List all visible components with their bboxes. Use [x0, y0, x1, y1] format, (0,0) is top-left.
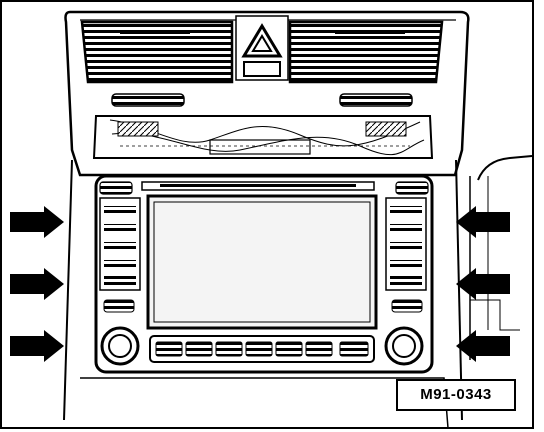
right-side-bracket [469, 155, 533, 360]
left-volume-knob [100, 326, 140, 366]
right-air-vent [288, 20, 444, 84]
left-vent-control [111, 93, 185, 107]
right-tuning-knob [384, 326, 424, 366]
arrow-left-icon [456, 330, 510, 362]
bottom-button-row [149, 335, 375, 363]
arrow-right-icon [10, 206, 64, 238]
lower-trim [80, 377, 449, 429]
dashboard-recess [92, 115, 434, 159]
left-button-column [99, 197, 141, 313]
display-screen [146, 194, 378, 330]
figure-reference-label: M91-0343 [396, 379, 516, 411]
left-air-vent [80, 20, 234, 84]
right-vent-control [339, 93, 413, 107]
right-side-trim [455, 159, 463, 421]
hazard-button-icon [235, 15, 289, 81]
right-button-column [385, 197, 427, 313]
arrow-right-icon [10, 330, 64, 362]
arrow-left-icon [456, 268, 510, 300]
arrow-right-icon [10, 268, 64, 300]
arrow-left-icon [456, 206, 510, 238]
left-side-trim [63, 159, 73, 421]
